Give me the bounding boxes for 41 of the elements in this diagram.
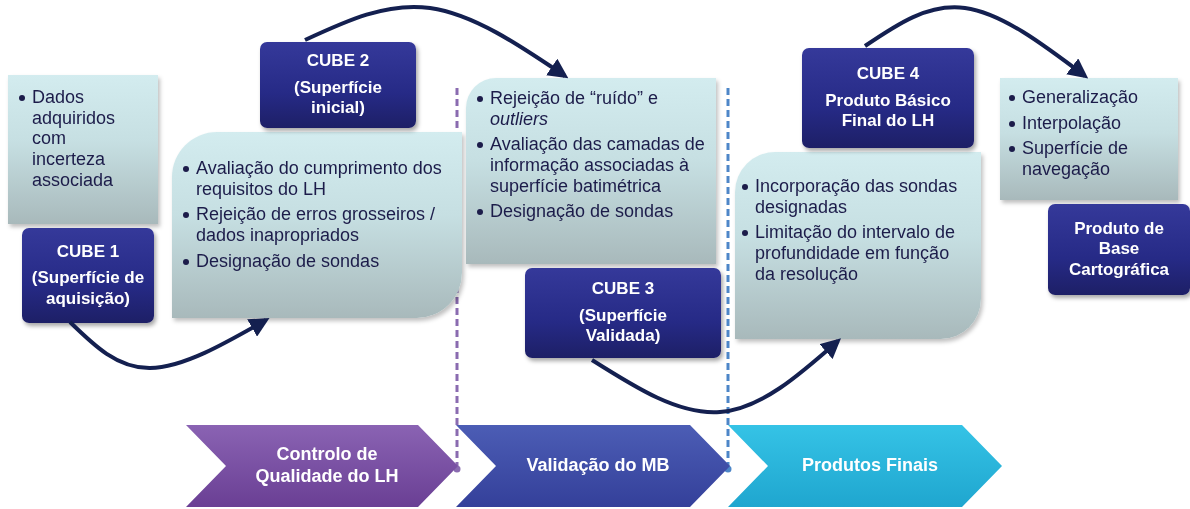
box-title: CUBE 4 (856, 64, 920, 85)
bullet-text: Avaliação do cumprimento dos requisitos do LH (196, 158, 442, 199)
curved-arrow (68, 318, 270, 370)
box-title: (Superfície inicial) (293, 77, 383, 119)
text-panel (1000, 78, 1178, 200)
bullet-text: Incorporação das sondas designadas (755, 176, 958, 217)
box-title: (Superfície Validada) (578, 305, 668, 347)
stage-label: Validação do MB (525, 455, 671, 477)
text-panel (8, 75, 158, 224)
bullet-text: Designação de sondas (196, 250, 380, 271)
stage-label: Produtos Finais (801, 455, 939, 477)
bullet-text: Designação de sondas (490, 201, 674, 222)
surface-box (260, 42, 416, 128)
stage-label: Controlo de Qualidade do LH (254, 444, 400, 488)
surface-box (802, 48, 974, 148)
surface-box (1048, 204, 1190, 295)
bullet-text: Superfície de navegação (1022, 138, 1129, 180)
text-panel (466, 78, 716, 264)
text-panel (172, 132, 462, 318)
bullet-text: Generalização (1022, 87, 1139, 107)
box-title: CUBE 3 (591, 279, 655, 300)
bullet-text: Avaliação das camadas de informação associadas à superfície batimétrica (490, 134, 705, 196)
surface-box (22, 228, 154, 323)
curved-arrow (304, 4, 569, 79)
bullet-text: Rejeição de “ruído” e outliers (490, 88, 659, 129)
box-title: CUBE 2 (306, 51, 370, 72)
process-stage (456, 425, 730, 507)
bullet-text: Rejeição de erros grosseiros / dados inapropriados (196, 204, 436, 246)
box-title: Produto Básico Final do LH (824, 90, 952, 132)
process-stage (186, 425, 458, 507)
process-stage (728, 425, 1002, 507)
curved-arrow (590, 338, 841, 415)
curved-arrow (863, 5, 1089, 79)
text-panel (735, 152, 981, 339)
box-title: Produto de Base Cartográfica (1067, 218, 1171, 281)
bullet-text: Dados adquiridos com incerteza associada (32, 87, 116, 190)
bullet-text: Interpolação (1022, 112, 1122, 133)
surface-box (525, 268, 721, 358)
box-title: (Superfície de aquisição) (30, 268, 146, 310)
bullet-text: Limitação do intervalo de profundidade em função da resolução (755, 222, 956, 284)
box-title: CUBE 1 (56, 241, 120, 263)
